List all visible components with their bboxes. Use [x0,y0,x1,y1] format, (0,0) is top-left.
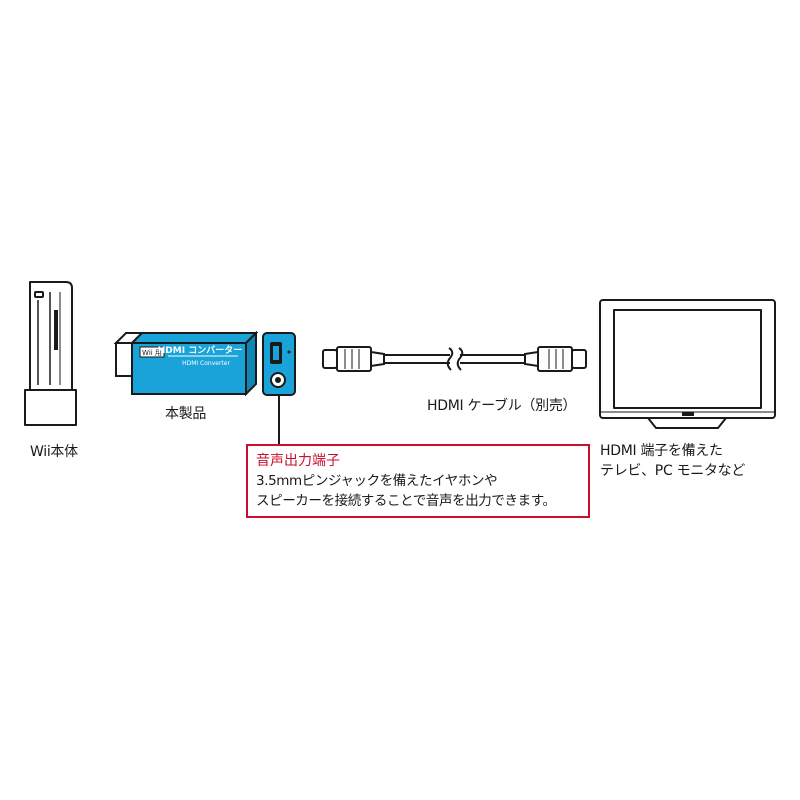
note-line2: スピーカーを接続することで音声を出力できます。 [256,493,556,509]
note-title: 音声出力端子 [256,453,340,469]
tv-label: HDMI 端子を備えた テレビ、PC モニタなど [600,441,790,481]
audio-output-note: 音声出力端子 3.5mmピンジャックを備えたイヤホンや スピーカーを接続すること… [246,444,590,518]
product-label: 本製品 [165,406,207,422]
tv-label-line1: HDMI 端子を備えた [600,443,723,459]
cable-label: HDMI ケーブル（別売） [427,398,577,414]
hdmi-converter-icon: Wii 用 HDMI コンバーター HDMI Converter [113,330,259,397]
device-subtitle: HDMI Converter [182,360,230,367]
wii-label: Wii本体 [30,444,78,460]
wii-console-icon [24,281,77,426]
audio-port-closeup-icon [262,332,296,445]
device-brand: Wii 用 [142,349,162,357]
note-line1: 3.5mmピンジャックを備えたイヤホンや [256,473,498,489]
tv-label-line2: テレビ、PC モニタなど [600,463,746,479]
tv-monitor-icon [599,299,776,429]
device-title: HDMI コンバーター [158,344,242,356]
hdmi-cable-icon [322,346,587,372]
